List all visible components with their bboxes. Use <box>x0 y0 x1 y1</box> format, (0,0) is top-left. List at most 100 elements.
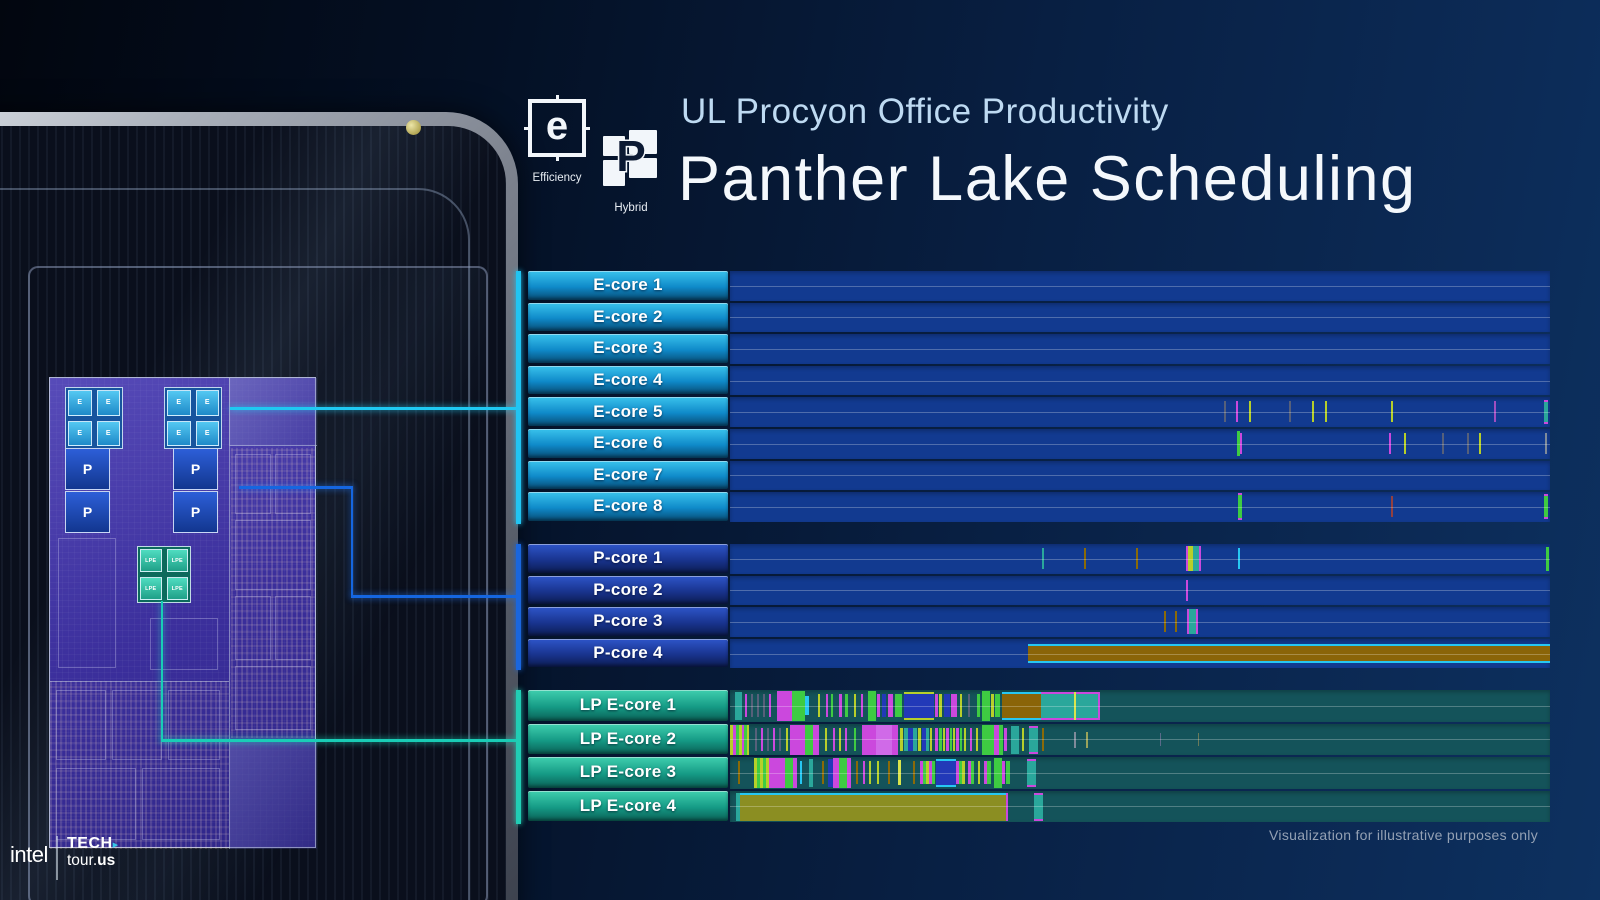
timeline-segment <box>904 692 934 720</box>
timeline-segment <box>895 694 902 717</box>
timeline-segment <box>1029 725 1038 754</box>
timeline-segment <box>888 694 893 717</box>
lpe-connector-line-h <box>160 739 517 742</box>
lpe-core-cluster-cell: LPE <box>166 577 188 600</box>
timeline-segment <box>1236 401 1238 423</box>
timeline-segment <box>761 727 763 751</box>
core-label: LP E-core 2 <box>579 728 677 748</box>
core-label: LP E-core 1 <box>579 695 677 715</box>
timeline-segment <box>888 761 890 784</box>
techtour-logo: TECH▸ tour.us <box>67 835 118 869</box>
core-label: E-core 5 <box>593 401 663 421</box>
core-label: E-core 7 <box>593 464 663 484</box>
core-track <box>730 544 1550 574</box>
core-label-pill: P-core 2 <box>528 575 728 605</box>
soc-tile <box>229 378 317 849</box>
timeline-segment <box>913 727 917 751</box>
timeline-segment <box>1186 579 1188 601</box>
timeline-segment <box>825 727 827 751</box>
lpe-core-cluster-cell: LPE <box>166 549 188 572</box>
hybrid-badge-label: Hybrid <box>614 202 648 214</box>
timeline-segment <box>773 727 775 751</box>
timeline-segment <box>868 691 876 721</box>
core-label-pill: E-core 4 <box>528 365 728 395</box>
p-core-block-3: P <box>173 448 218 490</box>
timeline-segment <box>1544 494 1548 520</box>
e-core-cluster-2-cell: E <box>195 390 219 416</box>
timeline-segment <box>1544 400 1548 425</box>
p-core-connector-line-h1 <box>239 486 352 489</box>
e-core-cluster-1-cell: E <box>96 420 120 446</box>
core-label-pill: E-core 2 <box>528 302 728 332</box>
timeline-segment <box>773 758 785 788</box>
timeline-segment <box>800 761 802 784</box>
timeline-segment <box>1022 727 1024 751</box>
timeline-segment <box>1006 792 1008 821</box>
timeline-segment <box>1002 692 1041 720</box>
timeline-segment <box>982 691 990 721</box>
timeline-segment <box>861 694 863 717</box>
timeline-segment <box>818 694 820 717</box>
e-core-cluster-1-cell: E <box>68 390 92 416</box>
core-label-pill: LP E-core 1 <box>528 690 728 721</box>
group-accent-bar <box>516 544 521 671</box>
core-label-pill: P-core 1 <box>528 544 728 573</box>
timeline-segment <box>944 694 950 717</box>
efficiency-glyph: e <box>545 104 569 148</box>
timeline-segment <box>786 727 788 751</box>
core-track <box>730 271 1550 301</box>
timeline-segment <box>935 694 938 717</box>
timeline-segment <box>978 761 980 784</box>
timeline-segment <box>845 727 847 751</box>
timeline-segment <box>862 724 876 755</box>
page-title: Panther Lake Scheduling <box>678 144 1417 214</box>
core-track <box>730 690 1550 722</box>
timeline-segment <box>767 727 769 751</box>
techtour-tech-text: TECH <box>67 835 113 852</box>
timeline-segment <box>1238 548 1240 569</box>
core-track <box>730 790 1550 822</box>
timeline-segment <box>960 694 962 717</box>
e-core-cluster-2-cell: E <box>167 420 191 446</box>
timeline-segment <box>1442 433 1444 454</box>
timeline-segment <box>1042 727 1044 751</box>
timeline-segment <box>1238 493 1242 521</box>
timeline-segment <box>1160 732 1161 746</box>
core-track <box>730 575 1550 606</box>
timeline-segment <box>745 694 747 717</box>
core-label-pill: E-core 1 <box>528 271 728 300</box>
timeline-segment <box>1002 761 1005 784</box>
core-track <box>730 757 1550 789</box>
p-core-connector-line-h2 <box>350 595 517 598</box>
core-label-pill: P-core 4 <box>528 638 728 668</box>
core-track <box>730 492 1550 522</box>
timeline-segment <box>999 724 1003 755</box>
core-track <box>730 302 1550 333</box>
core-label-pill: E-core 7 <box>528 460 728 490</box>
timeline-segment <box>1325 401 1327 423</box>
core-label-pill: E-core 6 <box>528 429 728 458</box>
core-label-pill: E-core 3 <box>528 334 728 363</box>
timeline-segment <box>1249 401 1251 423</box>
core-label-pill: P-core 3 <box>528 607 728 636</box>
core-label: E-core 8 <box>593 496 663 516</box>
timeline-segment <box>785 758 793 788</box>
core-label: E-core 6 <box>593 433 663 453</box>
e-core-connector-line <box>230 407 516 410</box>
timeline-segment <box>882 694 886 717</box>
timeline-segment <box>790 724 805 755</box>
hybrid-glyph: P <box>615 131 647 183</box>
core-track <box>730 638 1550 669</box>
timeline-segment <box>950 727 952 751</box>
core-label: E-core 3 <box>593 338 663 358</box>
timeline-segment <box>1467 433 1469 454</box>
timeline-segment <box>813 724 819 755</box>
timeline-segment <box>1545 433 1547 454</box>
timeline-segment <box>793 758 797 788</box>
timeline-segment <box>892 724 898 755</box>
timeline-segment <box>833 727 835 751</box>
